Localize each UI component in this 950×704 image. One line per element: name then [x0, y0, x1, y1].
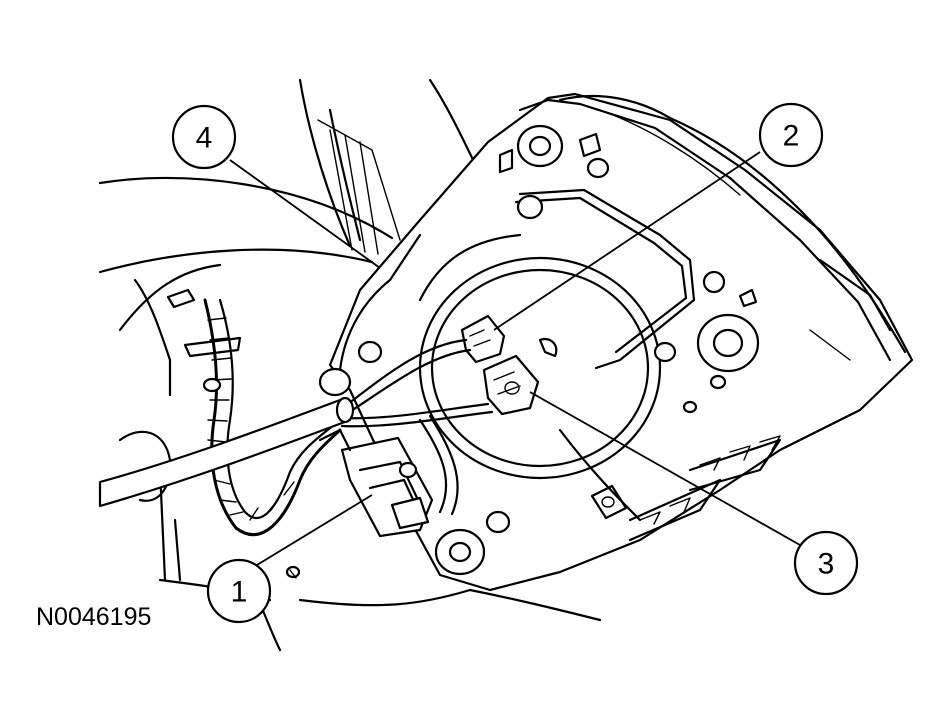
callout-4: 4 [171, 104, 237, 170]
callout-2: 2 [758, 102, 824, 168]
connector-housing [318, 428, 434, 538]
leader-lines [229, 151, 801, 569]
callout-number-4: 4 [196, 122, 213, 155]
module-wires [338, 338, 494, 516]
leader-line-2 [493, 151, 761, 331]
airbag-module [318, 92, 914, 592]
figure-id-label: N0046195 [36, 603, 152, 631]
callout-number-3: 3 [818, 548, 835, 581]
leader-line-1 [251, 494, 373, 569]
callout-3: 3 [793, 530, 859, 596]
callout-number-2: 2 [783, 120, 800, 153]
leader-line-3 [529, 391, 801, 546]
electrical-connectors [460, 314, 540, 416]
leader-line-4 [229, 159, 381, 269]
wiring-harness [183, 298, 342, 536]
callout-number-1: 1 [231, 576, 248, 609]
main-cable [98, 396, 355, 508]
callout-1: 1 [206, 558, 272, 624]
